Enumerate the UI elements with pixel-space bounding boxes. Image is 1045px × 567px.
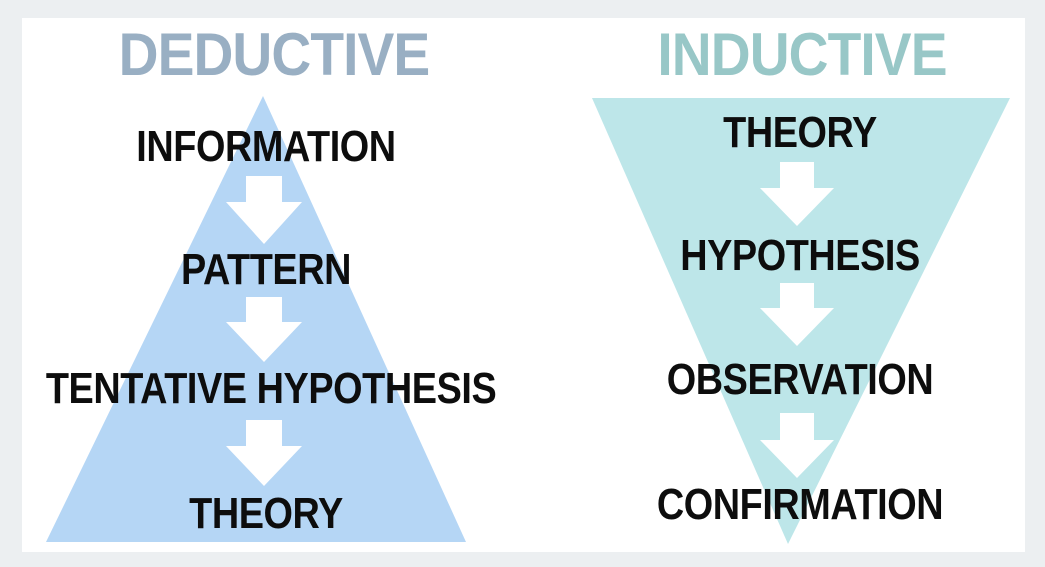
inductive-arrow-3 — [760, 413, 834, 478]
inductive-title: INDUCTIVE — [657, 21, 947, 88]
deductive-step-tentative-hypothesis: TENTATIVE HYPOTHESIS — [45, 364, 497, 413]
inductive-step-confirmation: CONFIRMATION — [656, 480, 944, 529]
inductive-step-hypothesis: HYPOTHESIS — [680, 231, 920, 280]
deductive-arrow-3 — [226, 420, 302, 486]
deductive-step-information: INFORMATION — [136, 122, 396, 171]
inductive-step-theory: THEORY — [723, 108, 877, 157]
deductive-step-theory: THEORY — [189, 489, 343, 538]
inductive-arrow-1 — [760, 162, 834, 226]
deductive-title: DEDUCTIVE — [118, 21, 431, 88]
inductive-step-observation: OBSERVATION — [666, 355, 934, 404]
deductive-arrow-2 — [226, 297, 302, 362]
deductive-step-pattern: PATTERN — [180, 245, 352, 294]
inductive-arrow-2 — [760, 283, 834, 346]
deductive-arrow-1 — [226, 176, 302, 244]
